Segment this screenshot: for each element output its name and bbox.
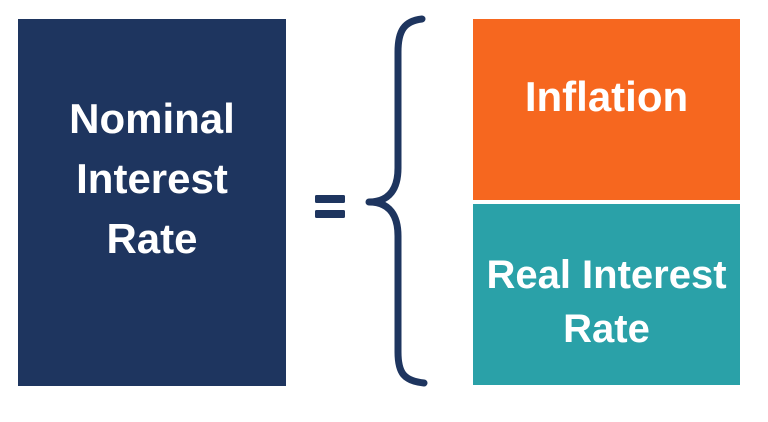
nominal-interest-rate-label-line1: Nominal	[69, 94, 235, 142]
equals-top-bar	[315, 195, 345, 203]
curly-brace	[365, 15, 428, 387]
nominal-interest-rate-box: Nominal Interest Rate	[18, 19, 286, 386]
nominal-interest-rate-label-line3: Rate	[106, 214, 198, 262]
inflation-box: Inflation	[473, 19, 740, 200]
curly-brace-path	[365, 15, 428, 387]
nominal-interest-rate-label-line2: Interest	[76, 154, 228, 202]
real-interest-rate-label-line2: Rate	[563, 307, 650, 351]
real-interest-rate-box: Real Interest Rate	[473, 204, 740, 385]
real-interest-rate-label-line1: Real Interest	[486, 253, 727, 297]
inflation-label: Inflation	[524, 73, 689, 120]
equals-sign: =	[315, 195, 345, 218]
equals-bottom-bar	[315, 210, 345, 218]
